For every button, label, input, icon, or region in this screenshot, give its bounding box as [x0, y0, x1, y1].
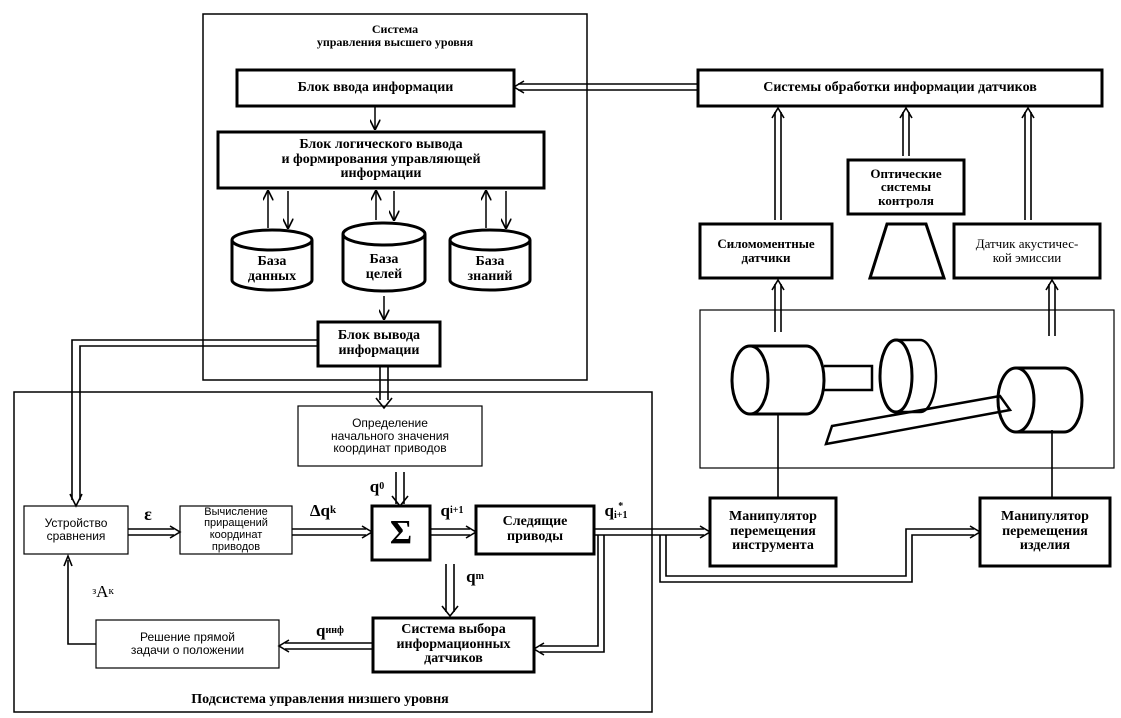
lower-system-frame	[13, 391, 653, 713]
q0-main: q	[369, 477, 380, 497]
servo-box	[474, 504, 596, 556]
delta-q-sub: k	[330, 504, 337, 517]
qm-sub: m	[475, 570, 484, 582]
delta-q-main: Δq	[309, 501, 330, 521]
upper-system-frame	[202, 13, 588, 381]
logic-block-box	[216, 130, 546, 190]
acoustic-sensor-label: Датчик акустичес- кой эмиссии	[975, 236, 1079, 265]
qm-main: q	[466, 567, 476, 587]
db-data-label: База данных	[247, 254, 297, 284]
db-knowledge-label: База знаний	[467, 254, 513, 284]
increments-box	[179, 505, 293, 555]
ak-main: A	[96, 582, 109, 602]
optical-label: Оптические системы контроля	[870, 165, 942, 208]
db-data-cylinder	[230, 228, 314, 292]
increments-label: Вычисление приращений координат приводов	[204, 505, 268, 553]
servo-label: Следящие приводы	[502, 514, 568, 544]
force-sensors-label: Силомоментные датчики	[717, 236, 815, 265]
sensor-processing-box	[696, 68, 1104, 108]
qstar-sub: i+1	[613, 510, 628, 521]
tool-manipulator-label: Манипулятор перемещения инструмента	[729, 508, 817, 554]
direct-task-label: Решение прямой задачи о положении	[130, 630, 245, 657]
output-block-label: Блок вывода информации	[337, 328, 421, 358]
machining-tool-drawing	[730, 338, 1084, 446]
workpiece-area-frame	[699, 309, 1115, 469]
qstar-sup: *	[618, 501, 624, 512]
camera-shape	[867, 222, 947, 280]
optical-box	[846, 158, 966, 216]
db-knowledge-cylinder	[448, 228, 532, 292]
qstar-main: q	[604, 501, 614, 521]
upper-system-title: Система управления высшего уровня	[316, 22, 474, 49]
output-block-box	[316, 320, 442, 368]
part-manipulator-box	[978, 496, 1112, 568]
q0-sub: 0	[379, 480, 385, 492]
comparator-label: Устройство сравнения	[44, 516, 108, 543]
sum-symbol: Σ	[389, 514, 413, 552]
epsilon-label: ε	[144, 503, 152, 524]
db-goals-label: База целей	[365, 252, 403, 282]
initial-coords-label: Определение начального значения координа…	[331, 416, 449, 456]
qi1-main: q	[440, 501, 450, 521]
qi1-sub: i+1	[449, 504, 464, 516]
input-block-label: Блок ввода информации	[297, 79, 454, 95]
up-arrows	[771, 106, 1059, 498]
db-goals-cylinder	[341, 221, 427, 293]
logic-block-label: Блок логического вывода и формирования у…	[281, 136, 481, 182]
sensor-select-label: Система выбора информационных датчиков	[396, 621, 511, 667]
acoustic-sensor-box	[952, 222, 1102, 280]
tool-manipulator-box	[708, 496, 838, 568]
initial-coords-box	[297, 405, 483, 467]
comparator-box	[23, 505, 129, 555]
qstar-label: q *i+1	[594, 498, 638, 524]
sensor-processing-label: Системы обработки информации датчиков	[763, 79, 1037, 95]
part-manipulator-label: Манипулятор перемещения изделия	[1001, 508, 1089, 554]
force-sensors-box	[698, 222, 834, 280]
ak-pre: з	[92, 585, 97, 597]
lower-system-title: Подсистема управления низшего уровня	[191, 691, 449, 707]
qinf-main: q	[316, 621, 326, 641]
sensor-select-box	[371, 616, 536, 674]
qinf-sub: инф	[325, 624, 344, 636]
ak-sub: к	[108, 585, 114, 598]
